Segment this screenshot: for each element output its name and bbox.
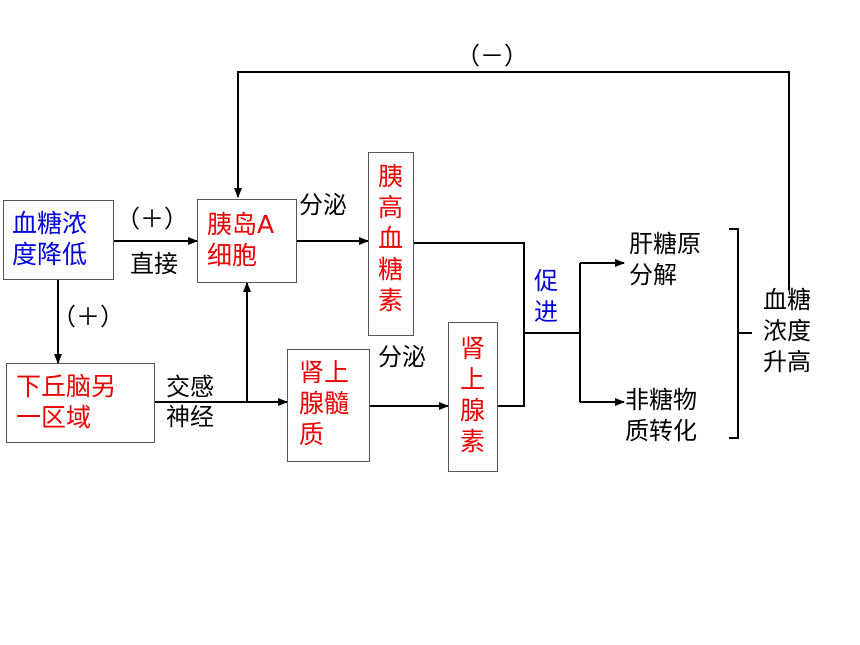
result-high-glucose: 血糖 浓度 升高 [763, 286, 811, 376]
label-plus-down: （＋） [52, 303, 124, 331]
line-epinephrine-out [498, 333, 525, 407]
label-direct: 直接 [130, 250, 178, 278]
node-epinephrine: 肾 上 腺 素 [448, 322, 498, 472]
node-glucagon: 胰 高 血 糖 素 [368, 152, 414, 336]
outcome-glycogenolysis: 肝糖原 分解 [629, 230, 701, 289]
node-hypothalamus-label: 下丘脑另 一区域 [16, 372, 117, 432]
label-sympathetic: 交感 神经 [166, 373, 214, 431]
line-glucagon-out [414, 242, 525, 333]
node-adrenal-medulla: 肾上 腺髓 质 [287, 349, 370, 462]
node-islet-a: 胰岛A 细胞 [197, 199, 297, 283]
right-bracket [729, 228, 752, 439]
label-secrete-bottom: 分泌 [378, 343, 426, 371]
label-negative-feedback: （－） [456, 42, 528, 70]
label-promote: 促 进 [534, 267, 558, 326]
node-low-glucose: 血糖浓 度降低 [3, 200, 114, 280]
label-secrete-top: 分泌 [299, 191, 347, 219]
node-glucagon-label: 胰 高 血 糖 素 [378, 162, 404, 315]
feedback-line [234, 71, 790, 290]
outcome-gluconeogenesis: 非糖物 质转化 [625, 386, 697, 445]
node-hypothalamus: 下丘脑另 一区域 [6, 363, 155, 443]
node-low-glucose-label: 血糖浓 度降低 [12, 209, 88, 269]
node-epinephrine-label: 肾 上 腺 素 [460, 334, 486, 456]
node-adrenal-medulla-label: 肾上 腺髓 质 [299, 358, 350, 449]
label-plus-direct: （＋） [116, 205, 188, 233]
node-islet-a-label: 胰岛A 细胞 [207, 210, 275, 270]
